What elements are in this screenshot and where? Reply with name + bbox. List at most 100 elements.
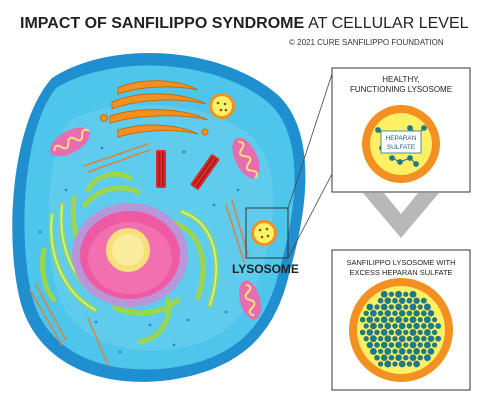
- heparan-dot: [369, 347, 377, 355]
- heparan-dot: [435, 323, 442, 329]
- heparan-dot: [395, 341, 402, 349]
- heparan-dot: [388, 317, 395, 323]
- heparan-dot: [409, 290, 417, 298]
- heparan-dot: [377, 348, 384, 355]
- heparan-dot: [406, 310, 413, 317]
- sanfilippo-lysosome: [349, 278, 453, 382]
- heparan-dot: [370, 322, 377, 330]
- heparan-dot: [413, 335, 420, 343]
- heparan-dot: [398, 348, 406, 355]
- heparan-dot: [431, 342, 438, 348]
- animal-cell: LYSOSOME: [12, 52, 306, 382]
- heparan-dot: [388, 342, 395, 348]
- heparan-dot: [435, 335, 442, 342]
- heparan-dot: [395, 329, 402, 336]
- heparan-dot: [431, 317, 438, 323]
- heparan-dot: [388, 291, 395, 297]
- heparan-dot: [406, 323, 413, 329]
- heparan-dot: [363, 323, 369, 329]
- heparan-dot: [427, 322, 435, 330]
- heparan-dot: [384, 309, 392, 317]
- heparan-dot: [380, 303, 388, 311]
- heparan-dot: [398, 310, 406, 317]
- heparan-dot: [380, 316, 388, 324]
- heparan-dot: [427, 310, 435, 317]
- heparan-dot: [395, 290, 403, 298]
- lysosome: [251, 220, 277, 246]
- heparan-dot: [413, 297, 420, 304]
- heparan-dot: [406, 297, 413, 304]
- heparan-dot: [409, 341, 417, 349]
- heparan-dot: [413, 348, 420, 355]
- heparan-dot: [363, 310, 369, 317]
- sanfilippo-panel-title-line1: SANFILIPPO LYSOSOME WITH: [346, 258, 455, 267]
- heparan-dot: [366, 329, 374, 336]
- heparan-dot: [403, 354, 409, 361]
- heparan-dot: [392, 310, 398, 317]
- heparan-dot: [380, 341, 388, 349]
- nucleolus-core: [112, 234, 144, 266]
- heparan-dot: [409, 316, 417, 324]
- mitochondrion-right-upper: [232, 137, 260, 179]
- heparan-dot: [359, 329, 366, 336]
- heparan-dot: [380, 290, 388, 298]
- heparan-dot: [377, 297, 384, 304]
- heparan-dot: [423, 303, 431, 311]
- heparan-dot: [377, 361, 384, 367]
- heparan-dot: [395, 303, 403, 311]
- copyright-credit: © 2021 CURE SANFILIPPO FOUNDATION: [289, 38, 444, 47]
- heparan-dot: [403, 329, 409, 336]
- heparan-dot: [409, 328, 417, 336]
- heparan-dot: [377, 310, 384, 317]
- heparan-dot: [377, 336, 384, 342]
- vesicle: [209, 93, 235, 119]
- heparan-dot: [427, 335, 435, 342]
- heparan-dot: [380, 354, 388, 361]
- heparan-dot: [406, 361, 413, 367]
- heparan-dot: [359, 316, 366, 323]
- heparan-dot: [398, 360, 406, 368]
- heparan-dot: [423, 328, 431, 336]
- heparan-dot: [398, 322, 406, 330]
- heparan-dot: [417, 354, 423, 361]
- heparan-dot: [395, 316, 403, 324]
- heparan-dot: [420, 310, 427, 317]
- heparan-dot: [420, 323, 427, 329]
- heparan-dot: [398, 335, 406, 343]
- heparan-dot: [423, 341, 431, 349]
- heparan-dot: [374, 329, 380, 336]
- lysosome-highlight-box: [245, 207, 289, 259]
- heparan-dot: [366, 303, 374, 311]
- heparan-dot: [431, 329, 438, 336]
- heparan-dot: [392, 335, 398, 342]
- heparan-dot: [384, 322, 392, 330]
- heparan-dot: [388, 329, 395, 336]
- heparan-dot: [366, 341, 374, 349]
- heparan-dot: [398, 297, 406, 304]
- ribosomes: [38, 146, 240, 354]
- heparan-dot: [388, 304, 395, 310]
- mitochondrion-right-lower: [239, 280, 261, 320]
- heparan-dot: [384, 297, 392, 304]
- heparan-dot: [384, 347, 392, 355]
- golgi-apparatus: [100, 80, 218, 138]
- heparan-dot: [417, 304, 423, 310]
- mitochondrion-top-left: [50, 127, 90, 157]
- heparan-dot: [366, 316, 374, 324]
- heparan-dot: [392, 323, 398, 329]
- heparan-dot: [380, 329, 388, 336]
- heparan-dot: [403, 291, 409, 297]
- heparan-dot: [369, 335, 377, 343]
- heparan-dot: [403, 317, 409, 323]
- heparan-dot: [374, 316, 380, 323]
- heparan-dot: [392, 297, 398, 304]
- heparan-dot: [384, 335, 392, 343]
- heparan-label-line2: SULFATE: [387, 144, 416, 151]
- healthy-lysosome-panel: HEALTHY, FUNCTIONING LYSOSOME HEPARAN SU…: [331, 67, 471, 193]
- heparan-dot: [413, 310, 420, 317]
- heparan-dot: [403, 304, 409, 310]
- heparan-dot: [377, 323, 384, 329]
- heparan-dot: [392, 361, 398, 367]
